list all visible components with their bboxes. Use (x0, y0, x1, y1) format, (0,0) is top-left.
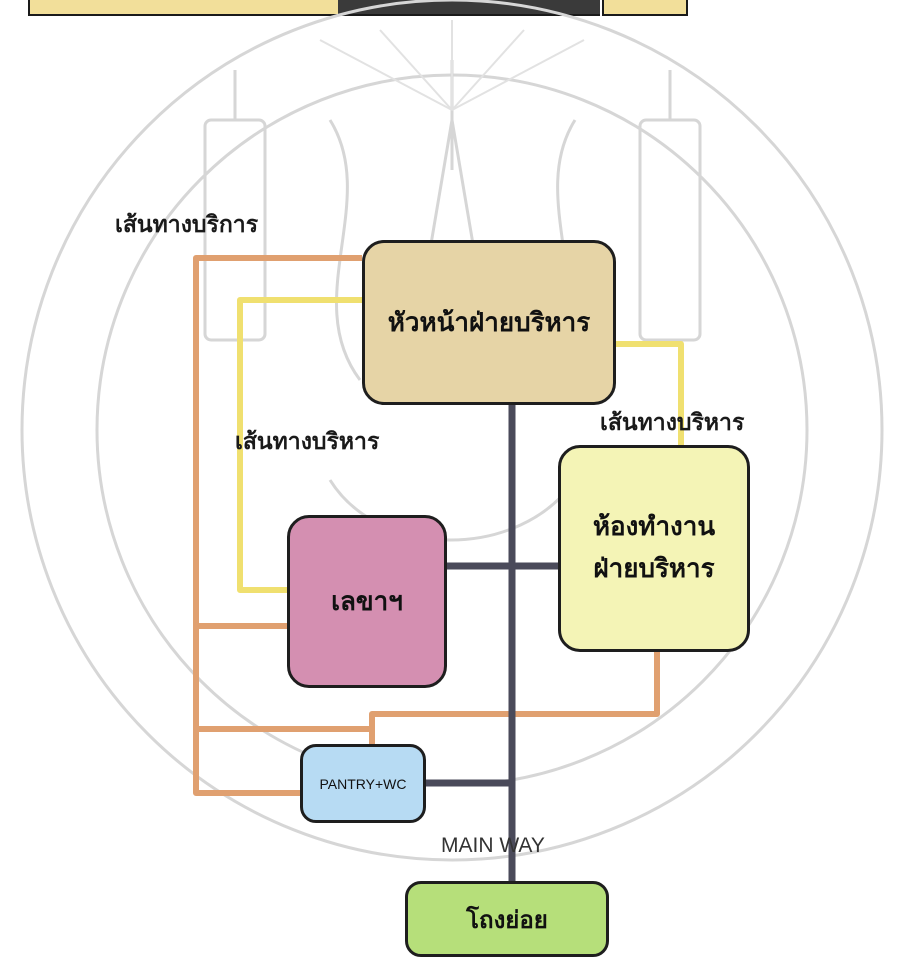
pantry-wc-room: PANTRY+WC (300, 744, 426, 823)
service-route-label: เส้นทางบริการ (115, 212, 259, 238)
pantry-label: PANTRY+WC (319, 775, 407, 792)
admin-route (237, 297, 684, 593)
main-way-label: MAIN WAY (441, 834, 545, 857)
main-way-route (426, 405, 558, 881)
admin-route-label-right: เส้นทางบริหาร (600, 410, 745, 436)
secretary-room: เลขาฯ (287, 515, 447, 688)
lobby-label: โถงย่อย (466, 905, 548, 934)
service-route (193, 255, 660, 796)
secretary-label: เลขาฯ (331, 587, 403, 617)
admin-office-label-line2: ฝ่ายบริหาร (593, 553, 715, 584)
head-of-admin-label: หัวหน้าฝ่ายบริหาร (387, 308, 591, 338)
admin-route-label-left: เส้นทางบริหาร (235, 429, 380, 455)
admin-office-room: ห้องทำงาน ฝ่ายบริหาร (558, 445, 750, 652)
head-of-admin-room: หัวหน้าฝ่ายบริหาร (362, 240, 616, 405)
admin-office-label-line1: ห้องทำงาน (592, 511, 716, 542)
sub-lobby-room: โถงย่อย (405, 881, 609, 957)
